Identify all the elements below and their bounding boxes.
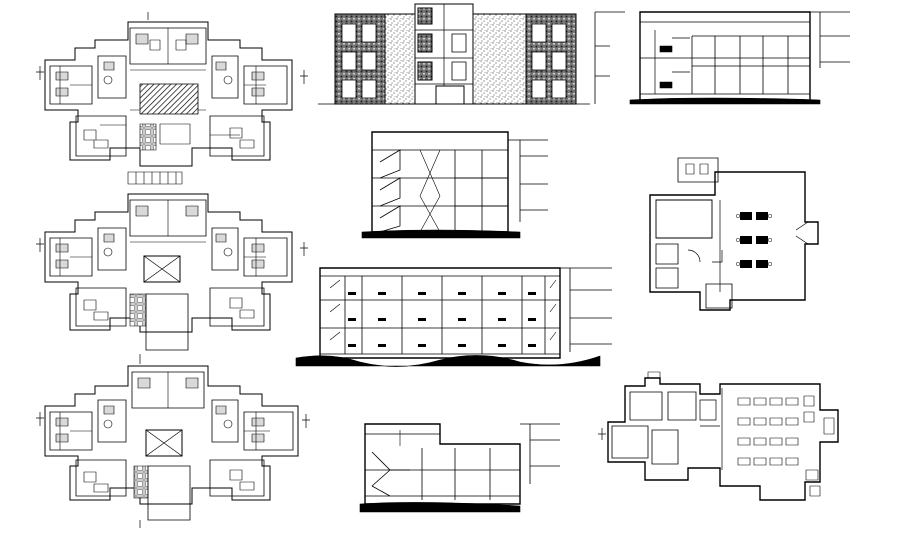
dining-hall-plan <box>598 372 838 500</box>
cross-section-stairs <box>362 132 548 238</box>
floor-plan-lower <box>36 354 310 528</box>
side-section-upper <box>630 12 850 104</box>
floor-plan-upper <box>36 12 308 184</box>
community-hall-plan <box>650 158 818 310</box>
front-elevation <box>318 4 625 104</box>
long-section <box>296 268 612 367</box>
floor-plan-middle <box>36 194 308 350</box>
partial-section-lower <box>360 424 560 512</box>
